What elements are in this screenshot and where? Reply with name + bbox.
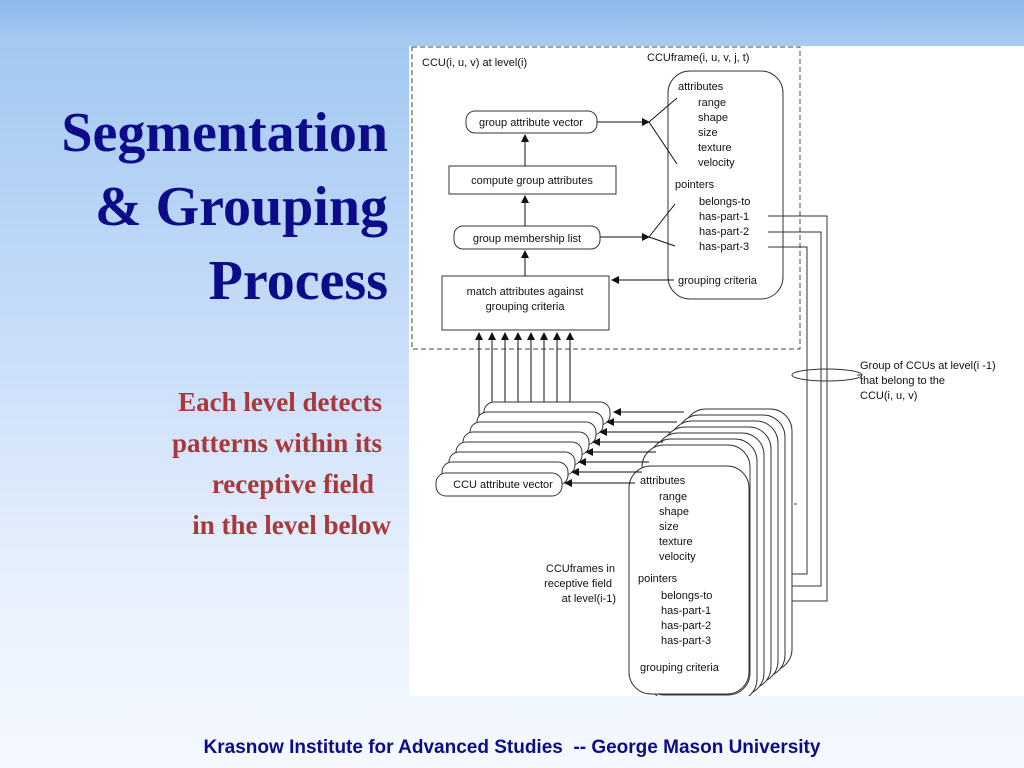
frame-pointers-list: belongs-to has-part-1 has-part-2 has-par…	[699, 196, 750, 253]
lower-attributes-header: attributes	[640, 475, 686, 487]
compute-group-attributes-box	[448, 165, 617, 195]
frame-ptr-has-part-2: has-part-2	[699, 226, 749, 238]
frame-attr-range: range	[698, 97, 726, 109]
slide-title: Segmentation & Grouping Process	[61, 96, 388, 318]
slide-subtitle: Each level detects patterns within its r…	[171, 382, 391, 546]
lower-attr-size: size	[659, 521, 679, 533]
lower-attr-shape: shape	[659, 506, 689, 518]
group-membership-list-label: group membership list	[473, 233, 581, 245]
slide-footer: Krasnow Institute for Advanced Studies -…	[203, 737, 821, 758]
frame-attributes-list: range shape size texture velocity	[698, 97, 735, 169]
lower-attributes-list: range shape size texture velocity	[659, 491, 696, 563]
ccu-level-label: CCU(i, u, v) at level(i)	[422, 57, 527, 69]
ccuframes-note: CCUframes in receptive field at level(i-…	[544, 563, 616, 605]
lower-frame-stack	[628, 408, 793, 696]
ccuframes-note-line-1: CCUframes in	[546, 563, 615, 575]
group-note-line-2: that belong to the	[860, 375, 945, 387]
ccuframes-note-line-3: at level(i-1)	[562, 593, 616, 605]
lower-grouping-criteria: grouping criteria	[640, 662, 720, 674]
frame-ptr-belongs-to: belongs-to	[699, 196, 750, 208]
lower-attr-velocity: velocity	[659, 551, 696, 563]
frame-attr-velocity: velocity	[698, 157, 735, 169]
lower-attr-range: range	[659, 491, 687, 503]
frame-attr-shape: shape	[698, 112, 728, 124]
ccuframe-label: CCUframe(i, u, v, j, t)	[647, 52, 749, 64]
frame-attr-size: size	[698, 127, 718, 139]
group-note-line-3: CCU(i, u, v)	[860, 390, 917, 402]
ccuframes-note-line-2: receptive field	[544, 578, 612, 590]
lower-attr-texture: texture	[659, 536, 693, 548]
lower-ptr-has-part-2: has-part-2	[661, 620, 711, 632]
group-attribute-vector-label: group attribute vector	[479, 117, 583, 129]
lower-pointers-header: pointers	[638, 573, 678, 585]
lower-ptr-belongs-to: belongs-to	[661, 590, 712, 602]
group-note-line-1: Group of CCUs at level(i -1)	[860, 360, 996, 372]
ccu-attribute-vector-stack	[435, 401, 611, 497]
compute-group-attributes-label: compute group attributes	[471, 175, 593, 187]
subtitle-line-2: patterns within its	[171, 428, 382, 458]
lower-ptr-has-part-3: has-part-3	[661, 635, 711, 647]
frame-to-vector-arrows	[564, 408, 684, 487]
title-line-3: Process	[208, 250, 388, 312]
lower-pointers-list: belongs-to has-part-1 has-part-2 has-par…	[661, 590, 712, 647]
subtitle-line-4: in the level below	[192, 510, 391, 540]
frame-pointers-header: pointers	[675, 179, 715, 191]
group-of-ccus-note: Group of CCUs at level(i -1) that belong…	[860, 360, 996, 402]
lower-ptr-has-part-1: has-part-1	[661, 605, 711, 617]
subtitle-line-3: receptive field	[211, 469, 374, 499]
top-band	[0, 0, 1024, 46]
title-line-2: & Grouping	[94, 176, 388, 238]
ccu-attribute-vector-label: CCU attribute vector	[453, 479, 553, 491]
ccu-level-boundary	[411, 46, 801, 350]
match-attributes-line-1: match attributes against	[467, 286, 584, 298]
subtitle-line-1: Each level detects	[178, 387, 382, 417]
frame-attributes-header: attributes	[678, 81, 724, 93]
ccu-diagram: CCU(i, u, v) at level(i) CCUframe(i, u, …	[411, 46, 996, 696]
frame-ptr-has-part-3: has-part-3	[699, 241, 749, 253]
ccuframe-box	[667, 70, 784, 300]
frame-ptr-has-part-1: has-part-1	[699, 211, 749, 223]
frame-grouping-criteria: grouping criteria	[678, 275, 758, 287]
title-line-1: Segmentation	[61, 102, 388, 164]
frame-attr-texture: texture	[698, 142, 732, 154]
match-attributes-line-2: grouping criteria	[486, 301, 566, 313]
upper-flow-arrows	[521, 97, 678, 284]
